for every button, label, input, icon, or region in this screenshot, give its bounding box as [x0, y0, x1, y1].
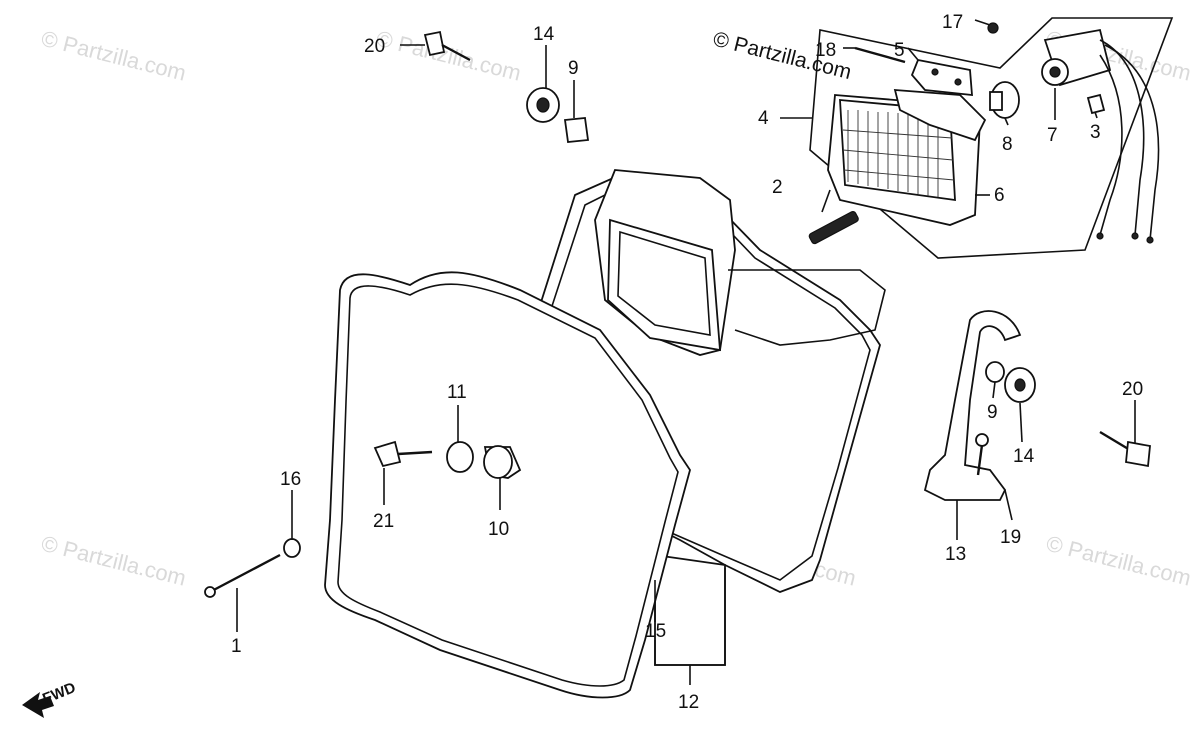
upper-hardware [423, 30, 590, 143]
callout-19: 19 [1000, 527, 1021, 548]
fwd-arrow-icon [22, 692, 54, 718]
grommet-assembly [373, 440, 522, 479]
watermark: © Partzilla.com [374, 26, 524, 86]
fwd-indicator: FWD [22, 679, 78, 718]
callout-11: 11 [447, 382, 467, 403]
bracket-part-13 [923, 310, 1036, 501]
callout-18: 18 [815, 40, 836, 61]
callout-10: 10 [488, 519, 509, 540]
callout-labels: 1 2 3 4 5 6 7 8 9 9 10 11 12 13 14 14 15… [231, 12, 1143, 713]
gasket-part-15 [324, 271, 691, 699]
watermark: © Partzilla.com [39, 26, 189, 86]
callout-9-upper: 9 [568, 58, 579, 79]
callout-21: 21 [373, 511, 394, 532]
callout-14-upper: 14 [533, 24, 555, 45]
watermark: © Partzilla.com [1044, 531, 1194, 591]
callout-9-lower: 9 [987, 402, 998, 423]
callout-15: 15 [645, 621, 666, 642]
callout-16: 16 [280, 469, 301, 490]
bolt-part-1 [204, 538, 301, 598]
callout-14-lower: 14 [1013, 446, 1035, 467]
callout-20-right: 20 [1122, 379, 1143, 400]
callout-2: 2 [772, 177, 783, 198]
callout-6: 6 [994, 185, 1005, 206]
bolt-part-20-right [1099, 430, 1151, 468]
callout-1: 1 [231, 636, 242, 657]
callout-5: 5 [894, 40, 905, 61]
callout-12: 12 [678, 692, 699, 713]
screw-part-2 [808, 210, 859, 245]
callout-4: 4 [758, 108, 769, 129]
fwd-label: FWD [40, 679, 78, 708]
callout-8: 8 [1002, 134, 1013, 155]
leader-lines [236, 19, 1136, 685]
watermark: © Partzilla.com [39, 531, 189, 591]
callout-7: 7 [1047, 125, 1058, 146]
callout-20-upper: 20 [364, 36, 385, 57]
callout-13: 13 [945, 544, 966, 565]
taillight-assembly [809, 17, 1174, 259]
callout-17: 17 [942, 12, 963, 33]
callout-3: 3 [1090, 122, 1101, 143]
